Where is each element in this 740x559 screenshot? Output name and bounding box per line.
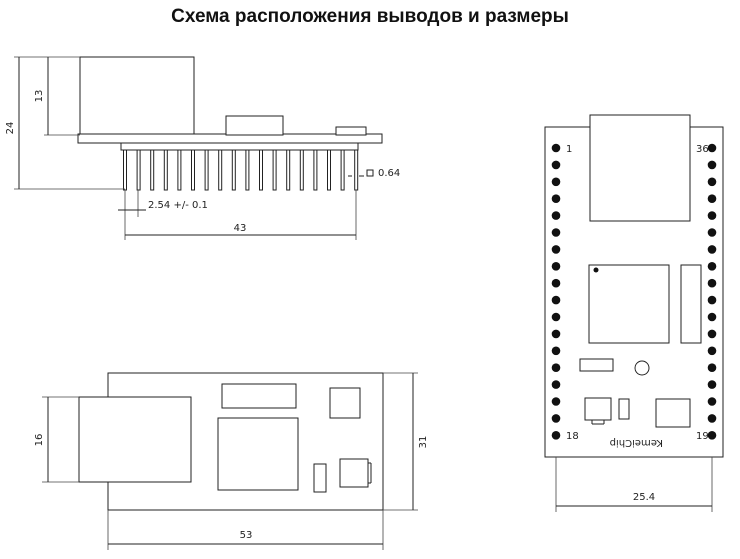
side-pin [327, 149, 331, 191]
pinout-pin [707, 312, 717, 322]
side-view: 24 13 0.64 2.54 +/- 0.1 43 [5, 56, 400, 240]
side-pin [272, 149, 277, 191]
side-pin [191, 149, 195, 191]
top-chip-small [221, 383, 297, 409]
pinout-pin [707, 160, 717, 170]
pin-label-36: 36 [696, 144, 709, 155]
pinout-pin [551, 431, 561, 440]
pinout-pin [551, 245, 561, 254]
top-square-component [329, 387, 361, 419]
side-pin [259, 149, 263, 191]
top-connector [78, 396, 192, 483]
pinout-pin [707, 262, 717, 271]
side-pin [136, 149, 141, 191]
pinout-pin [707, 295, 717, 305]
pinout-pin [551, 312, 561, 322]
pinout-pin [551, 363, 561, 373]
side-pin [299, 149, 304, 191]
side-pin [150, 149, 155, 191]
side-pin [354, 149, 359, 191]
pinout-pin [551, 228, 561, 237]
side-pins [123, 149, 359, 191]
side-connector [79, 56, 195, 136]
pinout-pin [551, 414, 561, 423]
side-pin [177, 149, 182, 191]
diagram-title: Схема расположения выводов и размеры [171, 6, 569, 27]
side-small-component [335, 126, 367, 136]
pinout-pin [551, 346, 561, 356]
pinout-pin [551, 262, 561, 271]
top-view: 16 31 53 [34, 372, 429, 550]
pin-label-19: 19 [696, 431, 709, 442]
dim-pinout-width: 25.4 [633, 492, 655, 503]
side-pin [286, 149, 291, 191]
top-main-chip [217, 417, 299, 491]
pinout-pin [707, 329, 717, 339]
dim-top-connector: 16 [34, 434, 45, 447]
pinout-pin [707, 228, 717, 237]
pinout-pin [551, 194, 561, 203]
pinout-pin [551, 278, 561, 288]
pinout-resistor [618, 398, 630, 420]
pinout-pin [707, 414, 717, 423]
side-pin [218, 149, 223, 191]
pinout-pin [707, 346, 717, 356]
pinout-pin [551, 397, 561, 406]
side-pin [231, 149, 236, 191]
side-header-strip [120, 142, 359, 151]
pinout-pin [707, 278, 717, 288]
pinout-small-part [579, 358, 614, 372]
pinout-crystal [584, 397, 612, 421]
dim-pin-width: 0.64 [378, 168, 400, 179]
side-pin [123, 149, 127, 191]
pinout-pin [707, 363, 717, 373]
pinout-main-chip [588, 264, 670, 344]
dim-pin-pitch: 2.54 +/- 0.1 [148, 200, 208, 211]
pinout-pin [707, 431, 717, 440]
pinout-pin [707, 194, 717, 203]
pinout-pin [707, 211, 717, 220]
pinout-view: 1 36 18 19 KemeiChip 25.4 [544, 114, 724, 512]
pinout-pin [707, 245, 717, 254]
dim-height-total: 24 [5, 122, 16, 135]
pinout-pin [551, 380, 561, 389]
top-led [339, 458, 369, 488]
side-pin [204, 149, 209, 191]
side-pin [313, 149, 318, 191]
pinout-pin [551, 295, 561, 305]
side-pin [163, 149, 168, 191]
pinout-pin [551, 329, 561, 339]
pinout-button [655, 398, 691, 428]
pinout-side-chip [680, 264, 702, 344]
pinout-pin [551, 143, 561, 153]
pin1-marker [593, 267, 599, 273]
pinout-pin [551, 160, 561, 170]
brand-label: KemeiChip [610, 437, 663, 448]
pinout-pin [551, 211, 561, 220]
pinout-led [634, 360, 650, 376]
pin-label-18: 18 [566, 431, 579, 442]
top-small-part [313, 463, 327, 493]
pinout-pin [551, 177, 561, 187]
pinout-pin [707, 143, 717, 153]
dim-length: 43 [234, 223, 247, 234]
pinout-pin [707, 397, 717, 406]
pin-width-marker [366, 169, 374, 177]
pinout-pin [707, 177, 717, 187]
side-chip [225, 115, 284, 136]
dim-height-connector: 13 [34, 90, 45, 103]
pinout-pins [551, 143, 717, 440]
side-pin [245, 149, 250, 191]
pinout-connector [589, 114, 691, 222]
pinout-pin [707, 380, 717, 389]
dim-top-board: 31 [418, 436, 429, 449]
pin-label-1: 1 [566, 144, 572, 155]
dim-top-length: 53 [240, 530, 253, 541]
side-pin [340, 149, 345, 191]
